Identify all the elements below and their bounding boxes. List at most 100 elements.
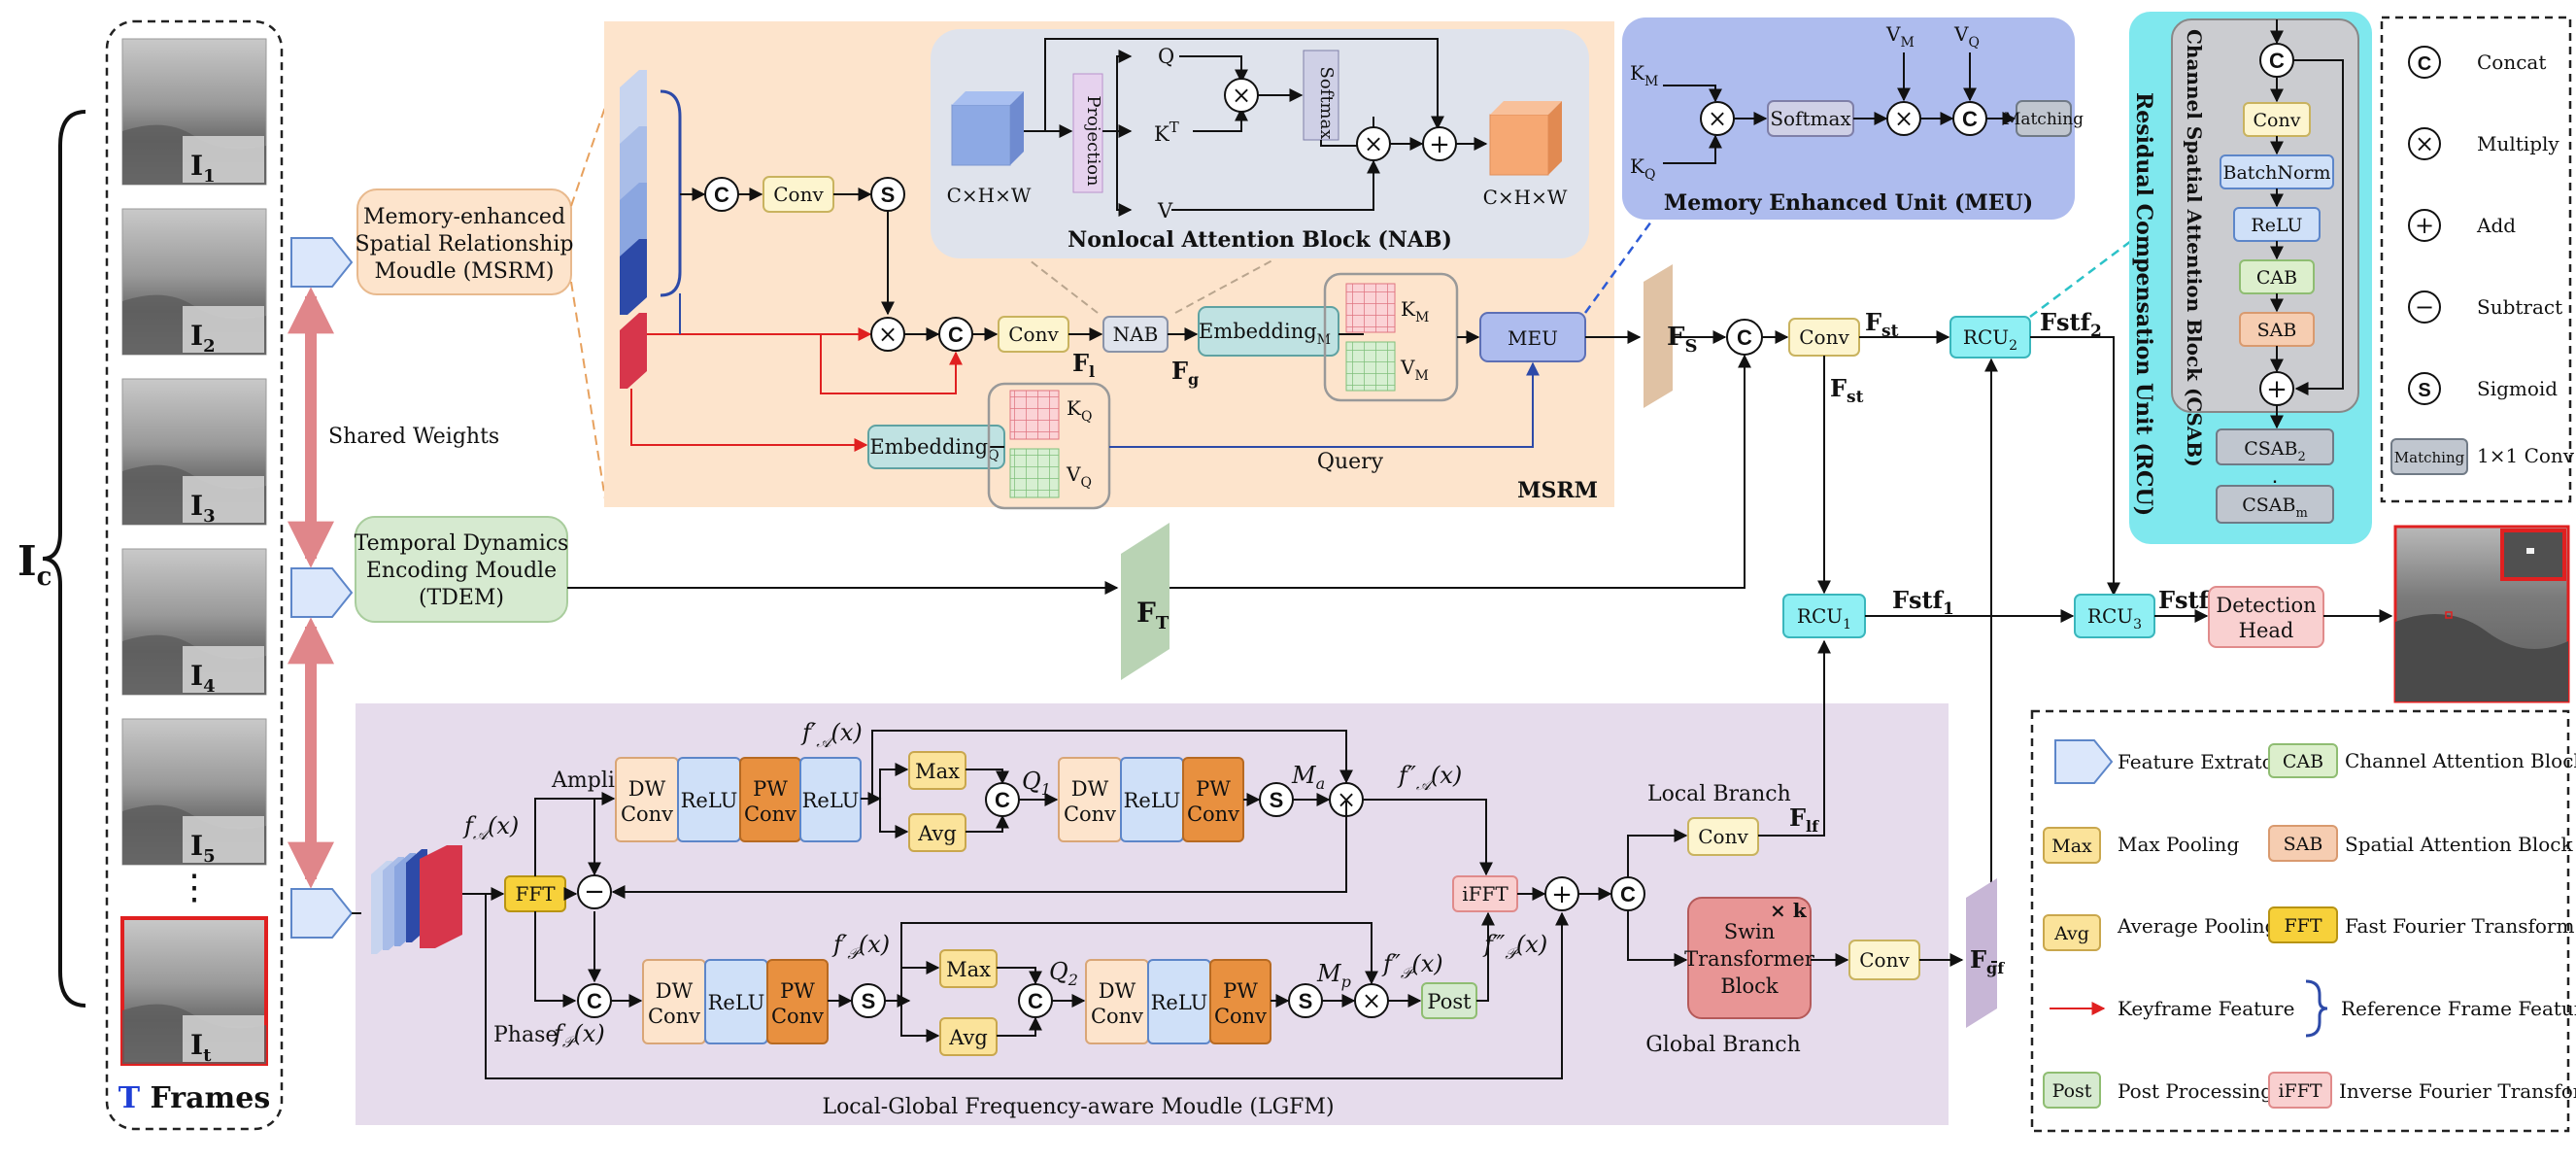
center-conv: Conv: [1788, 318, 1860, 357]
svg-text:Projection: Projection: [1083, 95, 1103, 187]
svg-text:Softmax: Softmax: [1770, 107, 1851, 130]
svg-text:C: C: [1028, 989, 1043, 1013]
meu-box: MEU: [1479, 312, 1586, 362]
msrm-conv-2: Conv: [998, 316, 1069, 353]
svg-text:RCU2: RCU2: [1963, 325, 2017, 354]
feature-extractor-msrm: [290, 237, 354, 288]
ifft-box: iFFT: [1452, 875, 1518, 912]
svg-text:Conv: Conv: [1008, 323, 1059, 346]
svg-text:Phase: Phase: [493, 1023, 558, 1047]
svg-text:VM: VM: [1885, 22, 1915, 51]
amp-max-pool: Max: [908, 751, 966, 790]
svg-text:Fl: Fl: [1072, 349, 1095, 381]
svg-text:C: C: [2418, 53, 2431, 75]
ft-feature: [1121, 523, 1169, 680]
amp-sigmoid: S: [1259, 782, 1294, 817]
lgfm-tag: Local-Global Frequency-aware Moudle (LGF…: [822, 1095, 1334, 1119]
svg-text:NAB: NAB: [1113, 323, 1159, 346]
svg-text:×: ×: [1232, 82, 1251, 109]
svg-text:×: ×: [878, 321, 898, 348]
phase-sigmoid-2: S: [1288, 983, 1323, 1018]
msrm-tag: MSRM: [1517, 478, 1598, 503]
svg-text:VQ: VQ: [1953, 22, 1980, 51]
detection-head-box: Detection Head: [2208, 586, 2324, 648]
svg-text:Fstf2: Fstf2: [2040, 308, 2102, 341]
input-frame: I5: [121, 718, 267, 867]
svg-text:Flf: Flf: [1789, 803, 1819, 836]
svg-text:EmbeddingQ: EmbeddingQ: [869, 435, 999, 463]
input-frame: I3: [121, 378, 267, 527]
svg-text:RCU3: RCU3: [2087, 604, 2142, 632]
svg-text:DW: DW: [1099, 979, 1136, 1003]
svg-text:ReLU: ReLU: [2251, 215, 2302, 236]
svg-text:FS: FS: [1667, 323, 1697, 357]
svg-text:VQ: VQ: [1066, 462, 1092, 491]
global-branch-conv: Conv: [1848, 940, 1920, 980]
svg-text:SAB: SAB: [2284, 834, 2323, 855]
svg-text:MEU: MEU: [1508, 326, 1558, 350]
post-processing-box: Post: [1421, 982, 1477, 1019]
svg-text:Max: Max: [915, 760, 960, 783]
frames-dots: ⋮: [177, 868, 212, 907]
input-label: Ic: [17, 537, 52, 592]
svg-text:Conv: Conv: [1064, 803, 1116, 826]
phase-relu-1: ReLU: [704, 959, 768, 1044]
svg-text:Spatial Relationship: Spatial Relationship: [356, 232, 574, 256]
svg-text:Block: Block: [1720, 974, 1779, 998]
svg-text:Head: Head: [2239, 619, 2294, 642]
svg-text:×: ×: [1708, 105, 1727, 132]
svg-text:C: C: [1962, 107, 1978, 131]
meu-detail-panel: Memory Enhanced Unit (MEU) KM KQ × Softm…: [1622, 17, 2084, 220]
query-kv-box: KQ VQ: [987, 382, 1111, 510]
svg-text:DW: DW: [628, 777, 666, 801]
svg-text:Memory Enhanced Unit (MEU): Memory Enhanced Unit (MEU): [1664, 190, 2033, 216]
svg-text:Conv: Conv: [1091, 1005, 1143, 1028]
svg-text:−: −: [2415, 293, 2434, 321]
amp-relu-1: ReLU: [677, 757, 741, 842]
svg-text:CSAB2: CSAB2: [2244, 438, 2306, 464]
svg-text:S: S: [881, 183, 896, 207]
svg-text:Fgf: Fgf: [1970, 945, 2005, 977]
svg-text:ReLU: ReLU: [802, 789, 860, 812]
svg-text:Conv: Conv: [2254, 110, 2301, 131]
input-frame: It: [120, 916, 268, 1066]
amp-avg-pool: Avg: [908, 813, 966, 852]
svg-text:Avg: Avg: [2053, 923, 2089, 944]
legend-op-item: ×Multiply: [2408, 127, 2559, 160]
memory-kv-box: KM VM: [1323, 272, 1459, 402]
fs-feature: [1644, 264, 1673, 408]
svg-text:ReLU: ReLU: [1124, 789, 1181, 812]
svg-text:f𝒜(x): f𝒜(x): [462, 812, 519, 843]
phase-avg-pool: Avg: [939, 1017, 998, 1056]
svg-text:Fast Fourier Transform: Fast Fourier Transform: [2345, 914, 2574, 938]
svg-text:Conv: Conv: [1187, 803, 1239, 826]
svg-text:C: C: [1620, 882, 1636, 906]
svg-text:C: C: [948, 323, 964, 347]
amp-relu-3: ReLU: [1120, 757, 1184, 842]
svg-text:C: C: [1737, 325, 1752, 350]
svg-text:PW: PW: [780, 979, 815, 1003]
svg-text:Add: Add: [2476, 214, 2516, 237]
msrm-conv-1: Conv: [763, 176, 834, 213]
svg-text:Max Pooling: Max Pooling: [2118, 833, 2239, 856]
svg-text:Average Pooling: Average Pooling: [2117, 914, 2278, 938]
svg-text:FFT: FFT: [2284, 915, 2322, 937]
svg-text:f‴𝒫(x): f‴𝒫(x): [1482, 931, 1547, 963]
phase-multiply: ×: [1354, 983, 1389, 1018]
lgfm-feature-stack: [371, 845, 462, 954]
svg-text:Memory-enhanced: Memory-enhanced: [363, 205, 565, 229]
svg-text:CAB: CAB: [2256, 267, 2297, 289]
svg-text:Q2: Q2: [1049, 958, 1078, 989]
svg-text:PW: PW: [753, 777, 788, 801]
msrm-nab-box: NAB: [1102, 316, 1169, 353]
embedding-m-box: EmbeddingM: [1198, 306, 1339, 357]
svg-text:Conv: Conv: [1859, 948, 1910, 972]
svg-text:Inverse Fourier Transform: Inverse Fourier Transform: [2339, 1079, 2576, 1103]
rcu2-box: RCU2: [1949, 316, 2031, 359]
svg-text:Reference Frame Feature: Reference Frame Feature: [2341, 997, 2576, 1020]
detection-output-image: [2393, 525, 2570, 703]
